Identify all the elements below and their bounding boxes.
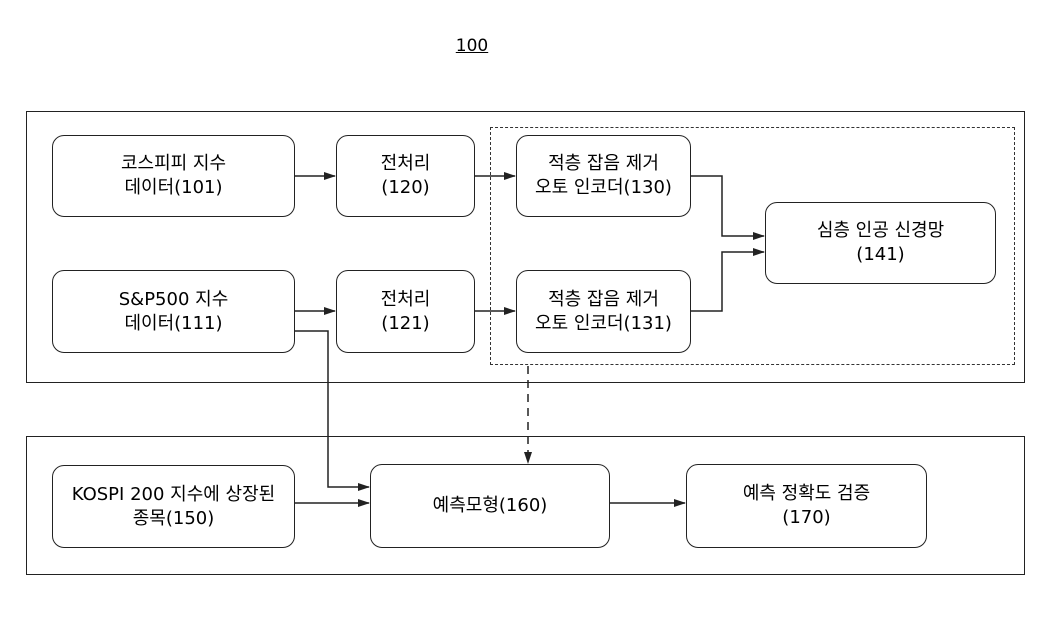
sp500-data-line1: S&P500 지수 [118, 288, 229, 310]
autoencoder-131-line1: 적층 잡음 제거 [548, 288, 659, 310]
arrow-sp500-to-prediction-model [295, 330, 370, 491]
accuracy-check-line1: 예측 정확도 검증 [742, 483, 871, 504]
autoencoder-130-line2: 오토 인코더(130) [535, 177, 672, 198]
preprocess-120-line1: 전처리 [380, 153, 431, 174]
preprocess-121-line1: 전처리 [380, 288, 431, 310]
kospi200-stocks-line1: KOSPI 200 지수에 상장된 [71, 483, 276, 505]
deep-net-line1: 심층 인공 신경망 [816, 220, 945, 241]
accuracy-check-line2: (170) [782, 507, 831, 528]
sp500-data-node: S&P500 지수 데이터(111) [52, 270, 295, 353]
prediction-model-node: 예측모형(160) [370, 464, 610, 548]
preprocess-120-node: 전처리 (120) [336, 135, 475, 217]
autoencoder-131-node: 적층 잡음 제거 오토 인코더(131) [516, 270, 691, 353]
prediction-model-line1: 예측모형(160) [432, 495, 548, 516]
sp500-data-line2: 데이터(111) [124, 312, 223, 334]
deep-net-node: 심층 인공 신경망 (141) [765, 202, 996, 284]
kospi200-stocks-node: KOSPI 200 지수에 상장된 종목(150) [52, 465, 295, 548]
arrow-autoencoder131-to-deepnet [691, 248, 765, 312]
kospi-data-line2: 데이터(101) [124, 177, 223, 198]
arrow-autoencoder130-to-deepnet [691, 175, 765, 240]
kospi-data-node: 코스피피 지수 데이터(101) [52, 135, 295, 217]
figure-label: 100 [455, 36, 489, 56]
accuracy-check-node: 예측 정확도 검증 (170) [686, 464, 927, 548]
autoencoder-group [490, 127, 1015, 365]
upper-panel [26, 111, 1025, 383]
lower-panel [26, 436, 1025, 575]
deep-net-line2: (141) [856, 244, 905, 265]
kospi200-stocks-line2: 종목(150) [132, 507, 215, 529]
autoencoder-130-node: 적층 잡음 제거 오토 인코더(130) [516, 135, 691, 217]
preprocess-121-node: 전처리 (121) [336, 270, 475, 353]
autoencoder-131-line2: 오토 인코더(131) [535, 312, 672, 334]
preprocess-121-line2: (121) [381, 312, 430, 334]
preprocess-120-line2: (120) [381, 177, 430, 198]
autoencoder-130-line1: 적층 잡음 제거 [548, 153, 659, 174]
kospi-data-line1: 코스피피 지수 [120, 153, 227, 174]
